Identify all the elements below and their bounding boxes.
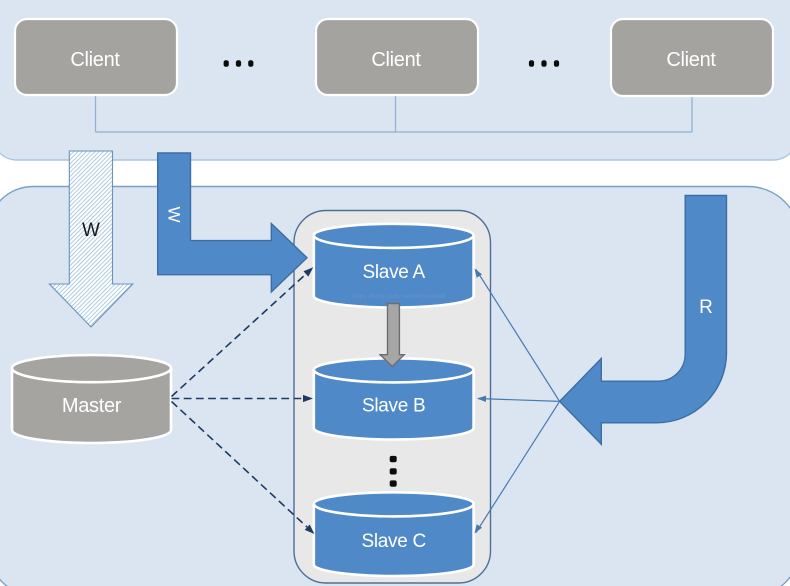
svg-text:Client: Client [666,49,716,71]
svg-text:Client: Client [371,49,421,71]
svg-text:W: W [164,206,183,222]
svg-text:Slave C: Slave C [361,531,425,552]
svg-text:Slave B: Slave B [362,396,425,417]
svg-text:Slave A: Slave A [363,262,426,283]
svg-text:Master: Master [62,395,122,417]
svg-text:W: W [82,220,100,241]
svg-text:Client: Client [70,49,120,71]
svg-text:R: R [699,297,713,318]
svg-text:https.//blog.csdn.net/weyouabb: https.//blog.csdn.net/weyouabbb [352,293,446,300]
